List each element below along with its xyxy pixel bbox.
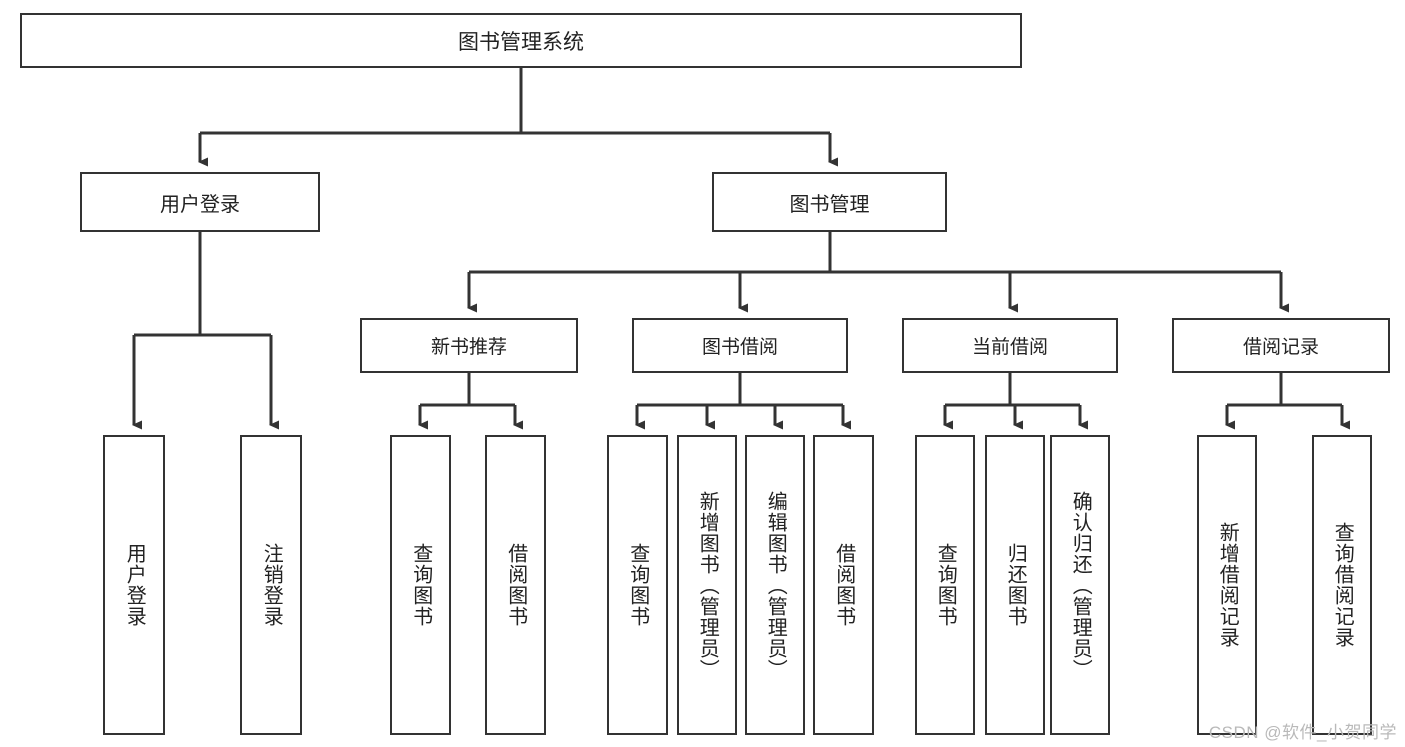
leaf-current-query-book-label: 查询图书: [934, 543, 957, 627]
leaf-user-login[interactable]: 用户登录: [103, 435, 165, 735]
leaf-user-login-label: 用户登录: [123, 543, 146, 627]
node-user-login[interactable]: 用户登录: [80, 172, 320, 232]
node-root[interactable]: 图书管理系统: [20, 13, 1022, 68]
leaf-records-add-record-label: 新增借阅记录: [1216, 522, 1239, 648]
leaf-records-add-record[interactable]: 新增借阅记录: [1197, 435, 1257, 735]
node-root-label: 图书管理系统: [458, 30, 584, 54]
node-book-borrow-label: 图书借阅: [701, 337, 778, 358]
leaf-user-logout[interactable]: 注销登录: [240, 435, 302, 735]
leaf-current-query-book[interactable]: 查询图书: [915, 435, 975, 735]
node-borrow-records[interactable]: 借阅记录: [1172, 318, 1390, 373]
leaf-records-query-record-label: 查询借阅记录: [1331, 522, 1354, 648]
leaf-newbook-query-book-label: 查询图书: [409, 543, 432, 627]
leaf-records-query-record[interactable]: 查询借阅记录: [1312, 435, 1372, 735]
csdn-watermark: CSDN @软件_小贺同学: [1208, 723, 1397, 742]
leaf-newbook-query-book[interactable]: 查询图书: [390, 435, 451, 735]
leaf-borrow-borrow-book-label: 借阅图书: [832, 543, 855, 627]
leaf-current-return-book[interactable]: 归还图书: [985, 435, 1045, 735]
leaf-newbook-borrow-book[interactable]: 借阅图书: [485, 435, 546, 735]
leaf-borrow-query-book-label: 查询图书: [626, 543, 649, 627]
node-book-management[interactable]: 图书管理: [712, 172, 947, 232]
leaf-current-confirm-return-admin[interactable]: 确认归还（管理员）: [1050, 435, 1110, 735]
node-new-book-recommend-label: 新书推荐: [430, 337, 507, 358]
leaf-user-logout-label: 注销登录: [260, 543, 283, 627]
node-current-borrow[interactable]: 当前借阅: [902, 318, 1118, 373]
node-current-borrow-label: 当前借阅: [971, 337, 1048, 358]
node-book-management-label: 图书管理: [789, 193, 870, 216]
leaf-newbook-borrow-book-label: 借阅图书: [504, 543, 527, 627]
leaf-current-return-book-label: 归还图书: [1004, 543, 1027, 627]
node-new-book-recommend[interactable]: 新书推荐: [360, 318, 578, 373]
leaf-borrow-query-book[interactable]: 查询图书: [607, 435, 668, 735]
leaf-borrow-edit-book-admin[interactable]: 编辑图书（管理员）: [745, 435, 805, 735]
leaf-current-confirm-return-admin-label: 确认归还（管理员）: [1069, 490, 1092, 680]
node-book-borrow[interactable]: 图书借阅: [632, 318, 848, 373]
leaf-borrow-borrow-book[interactable]: 借阅图书: [813, 435, 874, 735]
leaf-borrow-add-book-admin[interactable]: 新增图书（管理员）: [677, 435, 737, 735]
leaf-borrow-add-book-admin-label: 新增图书（管理员）: [696, 490, 719, 680]
node-user-login-label: 用户登录: [160, 193, 240, 216]
leaf-borrow-edit-book-admin-label: 编辑图书（管理员）: [764, 490, 787, 680]
node-borrow-records-label: 借阅记录: [1242, 337, 1319, 358]
